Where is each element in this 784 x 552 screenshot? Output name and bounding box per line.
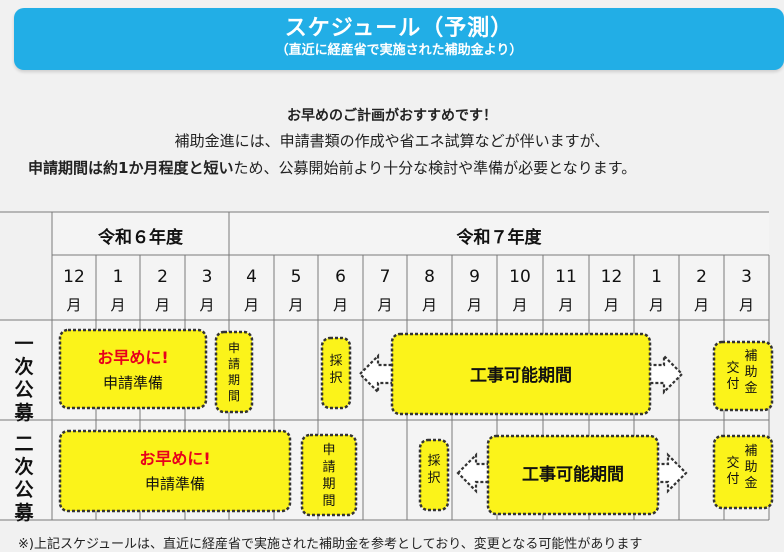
grant-box — [712, 434, 774, 510]
grant-box — [712, 340, 774, 412]
grant-label: 補 — [744, 444, 757, 459]
month-suffix: 月 — [604, 296, 619, 314]
fiscal-year-label: 令和７年度 — [457, 227, 543, 248]
adoption-label: 択 — [329, 371, 342, 386]
construction-label: 工事可能期間 — [470, 365, 572, 386]
adoption-label: 採 — [427, 454, 440, 469]
round-label: 募 — [13, 402, 34, 424]
round-label: 次 — [14, 455, 33, 478]
adoption-label: 択 — [427, 471, 440, 486]
footnote: ※)上記スケジュールは、直近に経産省で実施された補助金を参考としており、変更とな… — [18, 537, 643, 552]
prep-box — [58, 429, 292, 513]
grant-label: 補 — [744, 349, 757, 364]
adoption-box — [418, 438, 450, 512]
application-period-label: 請 — [228, 357, 240, 371]
application-period-label: 間 — [322, 494, 335, 509]
month-number: 1 — [651, 267, 662, 287]
round-label: 二 — [14, 433, 33, 455]
grant-label: 付 — [726, 377, 739, 392]
construction-label: 工事可能期間 — [522, 464, 624, 485]
application-period-label: 請 — [322, 460, 335, 475]
application-period-label: 間 — [228, 389, 240, 403]
round-label: 募 — [13, 502, 34, 524]
round-label: 公 — [14, 379, 33, 401]
round-label: 次 — [14, 355, 33, 378]
adoption-label: 採 — [329, 354, 342, 369]
month-number: 6 — [335, 267, 346, 287]
month-number: 4 — [246, 267, 257, 287]
month-number: 10 — [509, 267, 531, 287]
month-suffix: 月 — [288, 296, 303, 314]
month-suffix: 月 — [694, 296, 709, 314]
month-number: 9 — [469, 267, 480, 287]
month-suffix: 月 — [377, 296, 392, 314]
intro-line2-rest: ため、公募開始前より十分な検討や準備が必要となります。 — [233, 159, 637, 177]
application-period-label: 期 — [322, 477, 335, 492]
month-suffix: 月 — [512, 296, 527, 314]
month-number: 12 — [601, 267, 623, 287]
month-number: 12 — [63, 267, 85, 287]
month-number: 3 — [202, 267, 213, 287]
month-suffix: 月 — [155, 296, 170, 314]
grant-label: 金 — [744, 380, 757, 396]
adoption-box — [320, 336, 352, 410]
month-number: 7 — [380, 267, 391, 287]
intro-line2-bold: 申請期間は約1か月程度と短い — [28, 159, 234, 177]
grant-label: 付 — [726, 472, 739, 487]
month-suffix: 月 — [558, 296, 573, 314]
schedule-banner: スケジュール（予測） （直近に経産省で実施された補助金より） — [14, 8, 784, 70]
month-suffix: 月 — [422, 296, 437, 314]
month-number: 2 — [157, 267, 168, 287]
month-suffix: 月 — [333, 296, 348, 314]
construction-box — [486, 434, 660, 516]
grant-label: 交 — [726, 455, 739, 471]
grant-label: 助 — [744, 460, 757, 475]
application-period-box — [214, 330, 254, 414]
fiscal-year-label: 令和６年度 — [98, 227, 184, 248]
prep-box-subtitle: 申請準備 — [103, 374, 163, 392]
prep-box — [58, 328, 208, 410]
intro-headline: お早めのご計画がおすすめです！ — [287, 108, 497, 124]
prep-box-subtitle: 申請準備 — [145, 475, 205, 493]
month-suffix: 月 — [649, 296, 664, 314]
grant-label: 金 — [744, 475, 757, 491]
month-number: 2 — [696, 267, 707, 287]
intro-line1: 補助金進には、申請書類の作成や省エネ試算などが伴いますが、 — [174, 132, 610, 150]
prep-box-title: お早めに! — [139, 449, 210, 468]
month-number: 1 — [113, 267, 124, 287]
round-label: 一 — [14, 333, 33, 355]
application-period-label: 申 — [322, 443, 335, 458]
banner-subtitle: （直近に経産省で実施された補助金より） — [275, 43, 523, 58]
month-suffix: 月 — [467, 296, 482, 314]
month-number: 8 — [424, 267, 435, 287]
schedule-table: 令和６年度令和７年度12月1月2月3月4月5月6月7月8月9月10月11月12月… — [0, 211, 774, 524]
month-suffix: 月 — [66, 296, 81, 314]
month-number: 5 — [291, 267, 302, 287]
application-period-box — [300, 433, 358, 517]
intro-line2: 申請期間は約1か月程度と短いため、公募開始前より十分な検討や準備が必要となります… — [28, 157, 784, 178]
month-number: 11 — [555, 267, 577, 287]
grant-label: 交 — [726, 360, 739, 376]
month-suffix: 月 — [199, 296, 214, 314]
banner-title: スケジュール（予測） — [284, 16, 514, 41]
prep-box-title: お早めに! — [97, 348, 168, 367]
application-period-label: 申 — [228, 341, 240, 355]
round-label: 公 — [14, 479, 33, 501]
month-suffix: 月 — [244, 296, 259, 314]
month-suffix: 月 — [110, 296, 125, 314]
month-number: 3 — [741, 267, 752, 287]
construction-box — [390, 332, 652, 416]
application-period-label: 期 — [228, 373, 240, 387]
month-suffix: 月 — [739, 296, 754, 314]
grant-label: 助 — [744, 365, 757, 380]
